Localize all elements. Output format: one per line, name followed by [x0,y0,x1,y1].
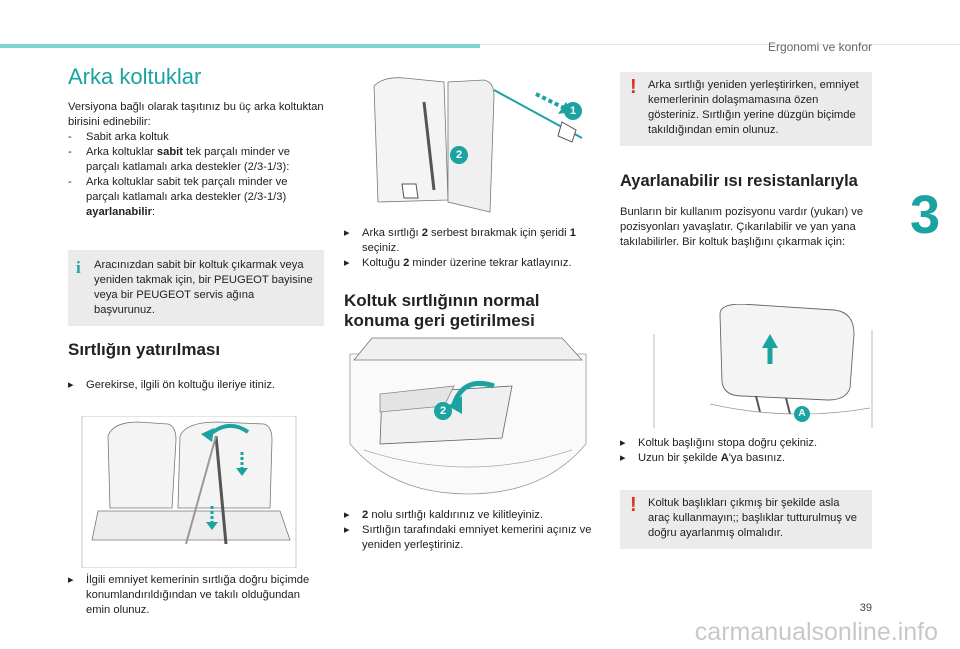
list-item-bold: 2 [403,257,410,269]
column-1: Arka koltuklar Versiyona bağlı olarak ta… [68,64,324,393]
list-item-text: Arka koltuklar [86,146,157,158]
arrow-bullet-icon: ▸ [344,227,350,239]
list-item-bold: 1 [569,227,576,239]
info-text: Aracınızdan sabit bir koltuk çıkarmak ve… [94,259,313,316]
list-item: - Sabit arka koltuk [68,130,324,145]
page-number: 39 [859,602,872,614]
warning-box-headrests: ! Koltuk başlıkları çıkmış bir şekilde a… [620,490,872,549]
arrow-bullet-icon: ▸ [68,378,74,391]
callout-2: 2 [450,146,468,164]
list-item: - Arka koltuklar sabit tek parçalı minder… [68,175,324,220]
list-item: ▸ Gerekirse, ilgili ön koltuğu ileriye it… [68,378,324,393]
header-rule [480,44,960,45]
column-2-bottom: ▸ 2 nolu sırtlığı kaldırınız ve kilitleyi… [344,508,596,553]
figure-seat-release: 1 2 [344,72,592,216]
info-box: i Aracınızdan sabit bir koltuk çıkarmak … [68,250,324,326]
fold-steps: ▸ Arka sırtlığı 2 serbest bırakmak için ş… [344,226,596,271]
list-item: ▸ Koltuğu 2 minder üzerine tekrar katlayı… [344,256,596,271]
arrow-bullet-icon: ▸ [344,257,350,269]
warning-text: Koltuk başlıkları çıkmış bir şekilde asl… [648,497,857,539]
arrow-bullet-icon: ▸ [620,437,626,449]
dash: - [68,176,72,188]
list-item: ▸ İlgili emniyet kemerinin sırtlığa doğru… [68,573,324,618]
list-item-text: Uzun bir şekilde [638,452,721,464]
list-item-text: İlgili emniyet kemerinin sırtlığa doğru … [86,574,310,616]
list-item-bold: 2 [362,509,369,521]
list-item-text: seçiniz. [362,242,400,254]
arrow-bullet-icon: ▸ [68,574,74,586]
callout-2: 2 [434,402,452,420]
belt-steps: ▸ İlgili emniyet kemerinin sırtlığa doğru… [68,573,324,618]
page-title: Arka koltuklar [68,64,202,89]
warning-box-belts: ! Arka sırtlığı yeniden yerleştirirken, … [620,72,872,146]
list-item-text: minder üzerine tekrar katlayınız. [409,257,572,269]
list-item-bold: ayarlanabilir [86,206,152,218]
list-item: - Arka koltuklar sabit tek parçalı minder… [68,145,324,175]
section-title-restore: Koltuk sırtlığının normal konuma geri ge… [344,291,540,330]
list-item-text: Sırtlığın tarafındaki emniyet kemerini a… [362,524,592,551]
list-item-text: Gerekirse, ilgili ön koltuğu ileriye iti… [86,378,276,391]
list-item-bold: A [720,452,729,464]
column-2: ▸ Arka sırtlığı 2 serbest bırakmak için ş… [344,226,596,330]
recline-steps: ▸ Gerekirse, ilgili ön koltuğu ileriye it… [68,378,324,393]
section-header-title: Ergonomi ve konfor [767,40,872,54]
section-title-headrests: Ayarlanabilir ısı resistanlarıyla [620,172,858,190]
figure-headrest: A [650,304,874,428]
dash: - [68,131,72,143]
column-1-bottom: ▸ İlgili emniyet kemerinin sırtlığa doğru… [68,573,324,618]
list-item-text: Koltuğu [362,257,404,269]
list-item: ▸ Uzun bir şekilde A'ya basınız. [620,451,872,466]
callout-A: A [794,406,810,422]
list-item-text: 'ya basınız. [728,452,786,464]
list-item-text: : [151,206,156,218]
list-item-text: Koltuk başlığını stopa doğru çekiniz. [638,437,818,449]
list-item-bold: 2 [421,227,428,239]
dash: - [68,146,72,158]
list-item-text: Arka koltuklar sabit tek parçalı minder … [86,176,288,203]
headrest-steps: ▸ Koltuk başlığını stopa doğru çekiniz. ▸… [620,436,872,466]
arrow-bullet-icon: ▸ [344,524,350,536]
arrow-bullet-icon: ▸ [620,452,626,464]
list-item-text: tek parçalı minder ve parçalı katlamalı … [86,146,290,173]
list-item: ▸ Sırtlığın tarafındaki emniyet kemerini … [344,523,596,553]
seat-options-list: - Sabit arka koltuk - Arka koltuklar sabit… [68,130,324,220]
list-item: ▸ Arka sırtlığı 2 serbest bırakmak için ş… [344,226,596,256]
column-3: ! Arka sırtlığı yeniden yerleştirirken, … [620,72,872,250]
watermark: carmanualsonline.info [694,618,938,646]
column-3-bottom: ▸ Koltuk başlığını stopa doğru çekiniz. ▸… [620,436,872,549]
info-icon: i [76,258,81,277]
section-title-recline: Sırtlığın yatırılması [68,340,221,359]
figure-rear-seat-belt [68,416,324,568]
chapter-number: 3 [909,185,940,245]
list-item-text: serbest bırakmak için şeridi [427,227,570,239]
list-item-bold: sabit [156,146,184,158]
arrow-bullet-icon: ▸ [344,509,350,521]
list-item: ▸ Koltuk başlığını stopa doğru çekiniz. [620,436,872,451]
list-item-text: nolu sırtlığı kaldırınız ve kilitleyiniz… [368,509,543,521]
header-accent-bar [0,44,480,48]
warning-text: Arka sırtlığı yeniden yerleştirirken, em… [648,79,859,136]
intro-text: Versiyona bağlı olarak taşıtınız bu üç a… [68,101,324,128]
warning-icon: ! [630,76,637,98]
warning-icon: ! [630,494,637,516]
list-item-text: Sabit arka koltuk [86,131,169,143]
figure-trunk-seat: 2 [344,334,592,496]
list-item: ▸ 2 nolu sırtlığı kaldırınız ve kilitleyi… [344,508,596,523]
callout-1: 1 [564,102,582,120]
restore-steps: ▸ 2 nolu sırtlığı kaldırınız ve kilitleyi… [344,508,596,553]
headrest-text: Bunların bir kullanım pozisyonu vardır (… [620,205,864,248]
list-item-text: Arka sırtlığı [362,227,422,239]
